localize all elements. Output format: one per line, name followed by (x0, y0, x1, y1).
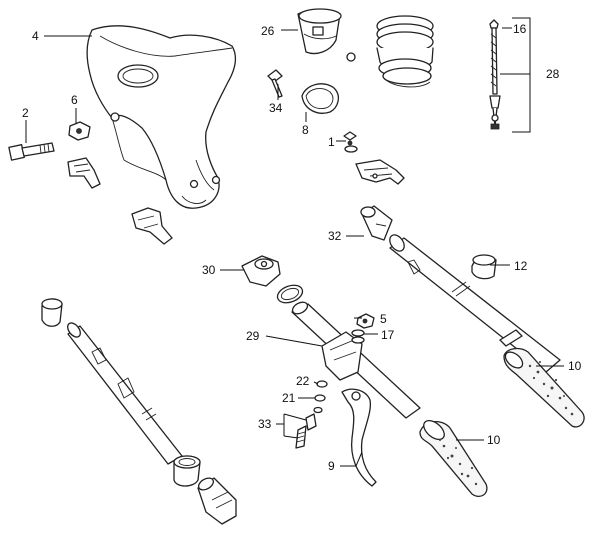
part-left-handlebar-tube (67, 322, 183, 465)
part-rubber-ring (301, 83, 340, 114)
part-lever-tube (291, 301, 421, 419)
callout-28: 28 (546, 67, 560, 81)
callout-32: 32 (328, 229, 342, 243)
part-switch-housing (297, 8, 356, 62)
part-headlamp-cowl (86, 25, 237, 209)
callout-12: 12 (514, 259, 528, 273)
grip-texture-center (439, 439, 478, 486)
part-mounting-clip-upper (67, 157, 101, 189)
part-lever-mount (241, 255, 281, 287)
part-switch-bracket (355, 159, 405, 185)
callout-26: 26 (261, 24, 275, 38)
callout-10-lower: 10 (487, 433, 501, 447)
callout-16: 16 (513, 22, 527, 36)
callout-17: 17 (381, 328, 395, 342)
part-right-handlebar-tube (389, 234, 561, 373)
part-washer (351, 329, 365, 344)
part-left-cap (41, 298, 63, 327)
part-screw (267, 69, 283, 98)
part-grip-right (503, 347, 585, 428)
grip-texture-right (528, 361, 574, 416)
part-ring-stack (376, 15, 434, 88)
part-bolt (8, 142, 55, 161)
callout-4: 4 (32, 29, 39, 43)
part-small-bolt (343, 131, 358, 153)
part-left-bushing (173, 455, 201, 487)
part-adjuster-screw (295, 413, 317, 449)
part-small-washers (313, 380, 328, 414)
callout-8: 8 (302, 123, 309, 137)
callout-1: 1 (328, 135, 335, 149)
callout-33: 33 (258, 417, 272, 431)
callout-10-upper: 10 (568, 359, 582, 373)
part-left-end-plug (197, 477, 237, 525)
callout-2: 2 (22, 106, 29, 120)
part-handlebar-clamp (471, 254, 497, 280)
callout-22: 22 (296, 374, 310, 388)
callout-21: 21 (282, 391, 296, 405)
part-o-ring (276, 284, 304, 304)
callout-30: 30 (202, 263, 216, 277)
part-grip-center (419, 419, 488, 498)
callout-5: 5 (380, 312, 387, 326)
callout-34: 34 (269, 101, 283, 115)
part-nut (356, 313, 375, 329)
leader-lines (25, 17, 564, 467)
part-control-cable (489, 19, 501, 130)
callout-labels: 4 2 6 26 34 8 1 16 28 32 12 30 5 17 29 1… (22, 22, 582, 473)
part-brake-lever (341, 388, 377, 487)
callout-29: 29 (246, 329, 260, 343)
callout-9: 9 (328, 459, 335, 473)
part-mounting-clip-lower (131, 207, 173, 245)
part-throttle-sleeve (360, 205, 393, 241)
callout-6: 6 (71, 93, 78, 107)
part-square-nut (68, 121, 91, 141)
